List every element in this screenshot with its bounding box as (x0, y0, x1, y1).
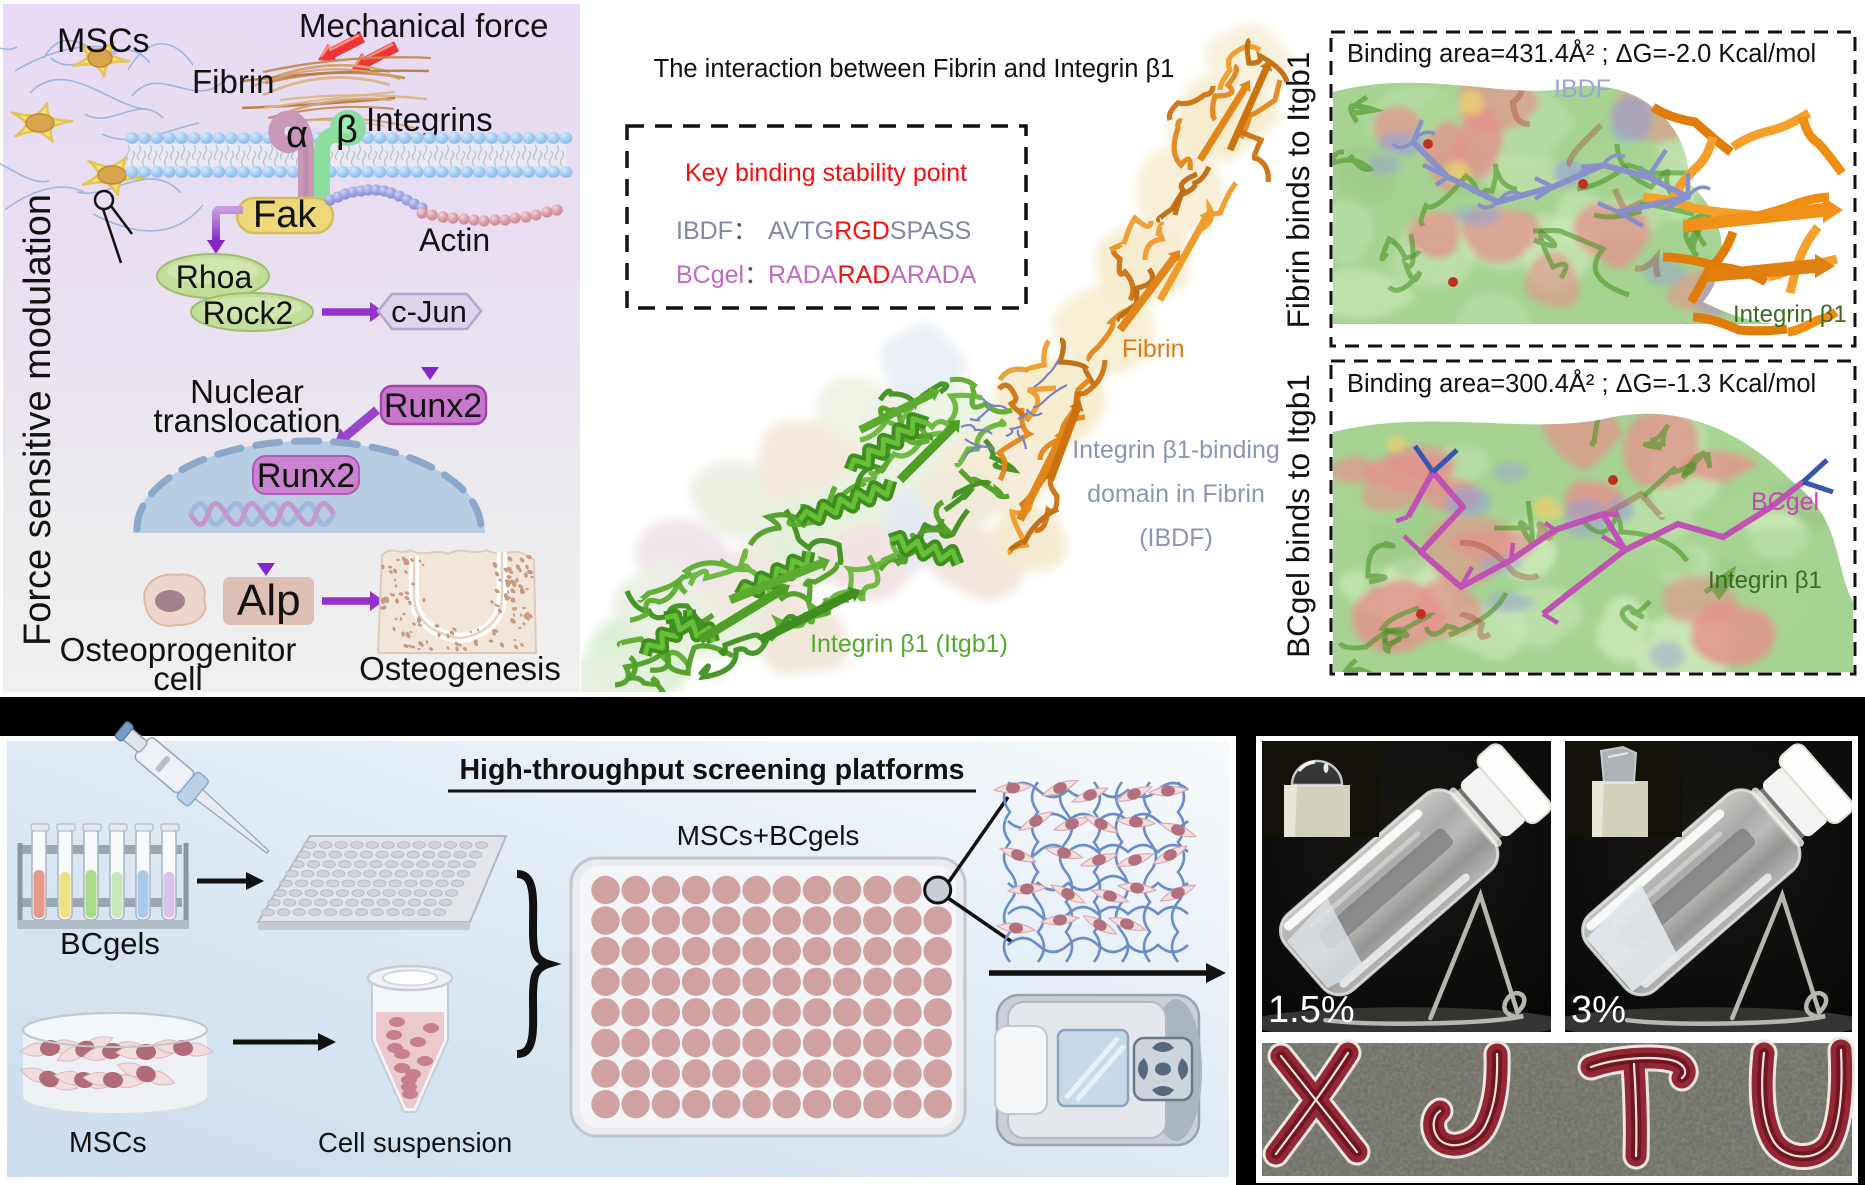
svg-text:Force sensitive modulation: Force sensitive modulation (17, 194, 59, 646)
svg-text:Integrin β1 (Itgb1): Integrin β1 (Itgb1) (810, 630, 1008, 658)
svg-text:Mechanical force: Mechanical force (299, 7, 548, 44)
svg-text:Cell suspension: Cell suspension (318, 1127, 512, 1158)
svg-text:Runx2: Runx2 (257, 457, 355, 495)
svg-text:Rock2: Rock2 (203, 295, 294, 331)
svg-text:α: α (286, 114, 308, 156)
svg-text:Integrin β1: Integrin β1 (1733, 301, 1847, 328)
svg-text:The interaction between Fibrin: The interaction between Fibrin and Integ… (654, 55, 1175, 83)
svg-text:Integrin β1-binding: Integrin β1-binding (1072, 436, 1280, 464)
svg-text:BCgel: BCgel (1751, 488, 1819, 516)
svg-text:Binding area=431.4Å² ; ΔG=-2.0: Binding area=431.4Å² ; ΔG=-2.0 Kcal/mol (1347, 38, 1816, 68)
svg-text:Fibrin: Fibrin (192, 63, 275, 100)
svg-text:BCgel：RADARADARADA: BCgel：RADARADARADA (676, 261, 977, 289)
svg-text:Rhoa: Rhoa (176, 259, 253, 295)
svg-text:Binding area=300.4Å² ; ΔG=-1.3: Binding area=300.4Å² ; ΔG=-1.3 Kcal/mol (1347, 368, 1816, 398)
svg-text:MSCs+BCgels: MSCs+BCgels (677, 820, 860, 851)
svg-text:Fibrin: Fibrin (1122, 335, 1185, 363)
svg-text:1.5%: 1.5% (1268, 989, 1355, 1031)
svg-text:IBDF: IBDF (1554, 75, 1611, 103)
svg-text:translocation: translocation (153, 402, 340, 439)
svg-text:Nuclear: Nuclear (190, 373, 304, 410)
svg-text:Osteoprogenitor: Osteoprogenitor (60, 631, 297, 668)
svg-text:MSCs: MSCs (69, 1127, 147, 1159)
svg-text:Osteogenesis: Osteogenesis (359, 650, 561, 687)
svg-text:(IBDF): (IBDF) (1139, 524, 1213, 552)
svg-text:Fibrin binds to Itgb1: Fibrin binds to Itgb1 (1280, 52, 1316, 329)
svg-text:IBDF：AVTGRGDSPASS: IBDF：AVTGRGDSPASS (676, 217, 971, 245)
svg-text:Fak: Fak (253, 194, 317, 236)
svg-text:BCgels: BCgels (60, 926, 160, 961)
svg-text:BCgel binds to Itgb1: BCgel binds to Itgb1 (1280, 374, 1316, 658)
svg-text:cell: cell (153, 660, 203, 697)
svg-text:High-throughput screening plat: High-throughput screening platforms (459, 754, 964, 786)
svg-text:Integrins: Integrins (366, 101, 493, 138)
svg-text:c-Jun: c-Jun (391, 294, 467, 329)
svg-text:Alp: Alp (237, 576, 301, 625)
svg-text:MSCs: MSCs (57, 22, 150, 60)
svg-text:3%: 3% (1571, 989, 1626, 1031)
svg-text:Actin: Actin (419, 222, 490, 258)
svg-text:Runx2: Runx2 (384, 387, 482, 425)
svg-text:Key binding stability point: Key binding stability point (685, 159, 967, 187)
svg-text:Integrin β1: Integrin β1 (1708, 567, 1822, 594)
svg-text:domain in Fibrin: domain in Fibrin (1087, 480, 1265, 508)
svg-text:β: β (336, 109, 358, 151)
